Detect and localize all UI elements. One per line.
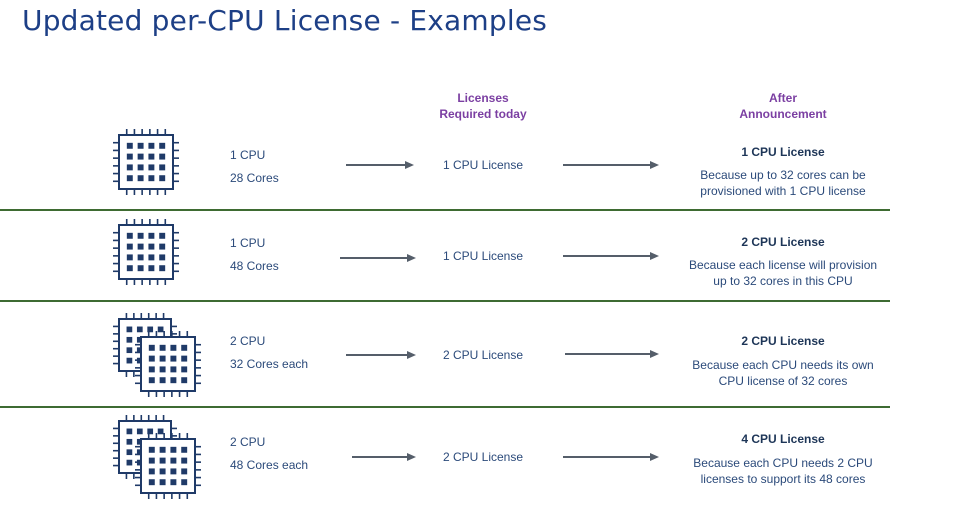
core-count: 32 Cores each	[230, 357, 309, 371]
license-after-description: Because each CPU needs 2 CPU licenses to…	[693, 456, 873, 486]
column-header-after-text: After Announcement	[739, 91, 827, 121]
arrow-icon	[352, 453, 416, 461]
row-divider	[0, 209, 890, 211]
core-count: 48 Cores	[230, 259, 279, 273]
dual-cpu-chip-icon	[113, 313, 201, 397]
column-header-today-text: Licenses Required today	[439, 91, 527, 121]
license-after-title: 1 CPU License	[741, 145, 825, 159]
cpu-count: 1 CPU	[230, 236, 266, 250]
arrow-icon	[340, 254, 416, 262]
license-today: 1 CPU License	[442, 249, 524, 263]
license-after-title: 2 CPU License	[741, 235, 825, 249]
license-after-description: Because each license will provision up t…	[688, 258, 878, 288]
arrow-icon	[565, 350, 659, 358]
dual-cpu-chip-icon	[113, 415, 201, 499]
row-divider	[0, 300, 890, 302]
license-after-title: 2 CPU License	[741, 334, 825, 348]
arrow-icon	[346, 351, 416, 359]
license-today: 1 CPU License	[442, 158, 524, 172]
core-count: 28 Cores	[230, 171, 279, 185]
column-header-after-announcement: After Announcement	[700, 90, 866, 122]
cpu-count: 2 CPU	[230, 334, 266, 348]
license-after-title: 4 CPU License	[741, 432, 825, 446]
arrow-icon	[346, 161, 414, 169]
license-after-description: Because each CPU needs its own CPU licen…	[692, 358, 874, 388]
core-count: 48 Cores each	[230, 458, 309, 472]
column-header-licenses-today: Licenses Required today	[413, 90, 553, 122]
license-after-description: Because up to 32 cores can be provisione…	[700, 168, 866, 198]
license-today: 2 CPU License	[442, 348, 524, 362]
row-divider	[0, 406, 890, 408]
arrow-icon	[563, 161, 659, 169]
license-today: 2 CPU License	[442, 450, 524, 464]
slide-title: Updated per-CPU License - Examples	[22, 4, 548, 37]
single-cpu-chip-icon	[113, 129, 179, 195]
single-cpu-chip-icon	[113, 219, 179, 285]
arrow-icon	[563, 453, 659, 461]
arrow-icon	[563, 252, 659, 260]
cpu-count: 2 CPU	[230, 435, 266, 449]
cpu-count: 1 CPU	[230, 148, 266, 162]
